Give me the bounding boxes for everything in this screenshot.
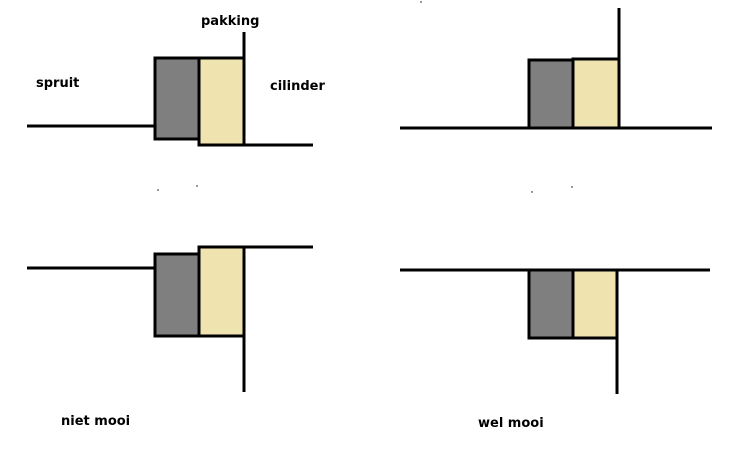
label-niet-mooi: niet mooi [61,414,131,429]
label-spruit: spruit [36,76,80,91]
spruit-block [153,56,201,141]
stray-dot [420,1,422,3]
spruit-block [527,268,575,340]
pakking-block [197,245,246,338]
label-cilinder: cilinder [270,79,325,94]
panel-bottom-right [400,268,710,394]
pakking-block [571,57,621,130]
stray-dot [571,186,573,188]
label-wel-mooi: wel mooi [478,416,544,431]
pakking-block [571,268,619,340]
pakking-block [197,56,246,147]
label-pakking: pakking [201,14,260,29]
stray-dot [531,191,533,193]
panel-top-right [400,1,712,193]
panel-top-left [27,32,313,191]
spruit-block [527,58,575,130]
stray-dot [196,185,198,187]
stray-dot [157,189,159,191]
spruit-block [153,252,201,338]
panel-bottom-left [27,245,313,392]
